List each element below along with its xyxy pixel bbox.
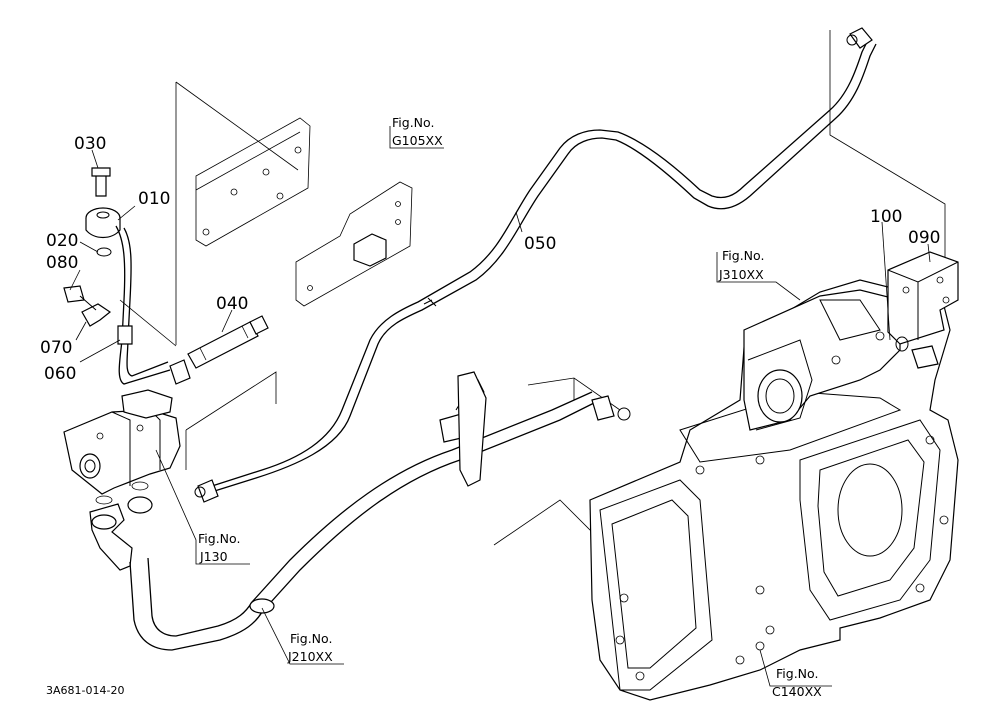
part-label-040: 040 — [216, 294, 248, 314]
figure-ref-j130: Fig.No. J130 — [198, 531, 240, 564]
part-label-030: 030 — [74, 134, 106, 154]
figure-ref-label: Fig.No. — [290, 631, 332, 646]
figure-ref-code: J310XX — [718, 267, 764, 282]
part-label-060: 060 — [44, 364, 76, 384]
part-label-010: 010 — [138, 189, 170, 209]
figure-ref-j210: Fig.No. J210XX — [287, 631, 333, 664]
reference-planes — [119, 30, 946, 581]
part-label-050: 050 — [524, 234, 556, 254]
figure-ref-label: Fig.No. — [776, 666, 818, 681]
figure-ref-c140: Fig.No. C140XX — [772, 666, 822, 699]
figure-reference-labels: Fig.No. G105XX Fig.No. J310XX Fig.No. J1… — [198, 115, 822, 699]
part-label-070: 070 — [40, 338, 72, 358]
leader-lines — [69, 126, 931, 687]
figure-ref-g105: Fig.No. G105XX — [392, 115, 443, 148]
pipe-010-assembly — [63, 167, 191, 385]
transmission-case — [589, 279, 959, 701]
hydraulic-pump — [63, 389, 181, 571]
hose-040 — [187, 315, 269, 369]
block-090 — [887, 251, 959, 369]
part-label-080: 080 — [46, 253, 78, 273]
figure-ref-code: C140XX — [772, 684, 822, 699]
part-number-labels: 030 010 020 080 070 060 040 050 100 090 — [40, 134, 940, 384]
suction-hose — [129, 371, 631, 651]
figure-ref-code: G105XX — [392, 133, 443, 148]
part-label-020: 020 — [46, 231, 78, 251]
figure-ref-j310: Fig.No. J310XX — [718, 248, 764, 282]
part-label-100: 100 — [870, 207, 902, 227]
figure-ref-label: Fig.No. — [392, 115, 434, 130]
part-label-090: 090 — [908, 228, 940, 248]
figure-ref-label: Fig.No. — [198, 531, 240, 546]
pipe-050 — [194, 27, 877, 503]
figure-ref-label: Fig.No. — [722, 248, 764, 263]
figure-ref-code: J210XX — [287, 649, 333, 664]
drawing-code: 3A681-014-20 — [46, 684, 124, 697]
figure-ref-code: J130 — [199, 549, 228, 564]
